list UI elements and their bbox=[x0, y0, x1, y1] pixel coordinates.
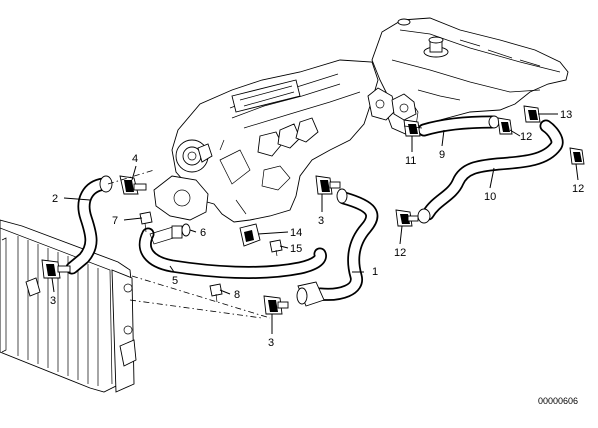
clamp-3a bbox=[41, 259, 71, 279]
clamp-12a bbox=[395, 209, 419, 227]
label-13: 13 bbox=[560, 109, 572, 121]
clamp-3c bbox=[263, 295, 289, 315]
label-3c: 3 bbox=[268, 337, 274, 349]
bracket-14 bbox=[239, 223, 261, 247]
bolt-7 bbox=[139, 211, 153, 233]
hose-5 bbox=[138, 225, 327, 279]
label-4: 4 bbox=[132, 153, 138, 165]
label-2: 2 bbox=[52, 193, 58, 205]
label-15: 15 bbox=[290, 243, 302, 255]
ref-line-d bbox=[403, 125, 423, 129]
diagram-code: 00000606 bbox=[538, 396, 578, 406]
radiator bbox=[0, 219, 137, 393]
engine-block bbox=[153, 59, 417, 223]
label-3a: 3 bbox=[50, 295, 56, 307]
o-ring-6 bbox=[181, 223, 191, 237]
clamp-13 bbox=[523, 105, 541, 123]
clamp-3b bbox=[315, 175, 341, 195]
leader-lines bbox=[51, 113, 579, 334]
ref-line-a bbox=[131, 275, 271, 319]
clamp-4 bbox=[119, 175, 147, 195]
label-9: 9 bbox=[439, 149, 445, 161]
label-8: 8 bbox=[234, 289, 240, 301]
bolt-8 bbox=[209, 283, 223, 303]
label-3b: 3 bbox=[318, 215, 324, 227]
label-12c: 12 bbox=[572, 183, 584, 195]
label-10: 10 bbox=[484, 191, 496, 203]
label-6: 6 bbox=[200, 227, 206, 239]
bolt-15 bbox=[269, 239, 283, 257]
label-5: 5 bbox=[172, 275, 178, 287]
clamp-12b bbox=[497, 117, 513, 135]
label-12b: 12 bbox=[520, 131, 532, 143]
ref-line-b bbox=[129, 299, 263, 319]
hose-9 bbox=[417, 115, 500, 137]
hose-10 bbox=[417, 119, 564, 224]
hose-1 bbox=[296, 188, 379, 307]
label-1: 1 bbox=[372, 266, 378, 278]
label-12a: 12 bbox=[394, 247, 406, 259]
clamp-11 bbox=[403, 119, 421, 137]
hose-2 bbox=[65, 175, 113, 275]
label-14: 14 bbox=[290, 227, 302, 239]
label-7: 7 bbox=[112, 215, 118, 227]
clamp-12c bbox=[569, 147, 585, 165]
label-11: 11 bbox=[405, 155, 416, 167]
